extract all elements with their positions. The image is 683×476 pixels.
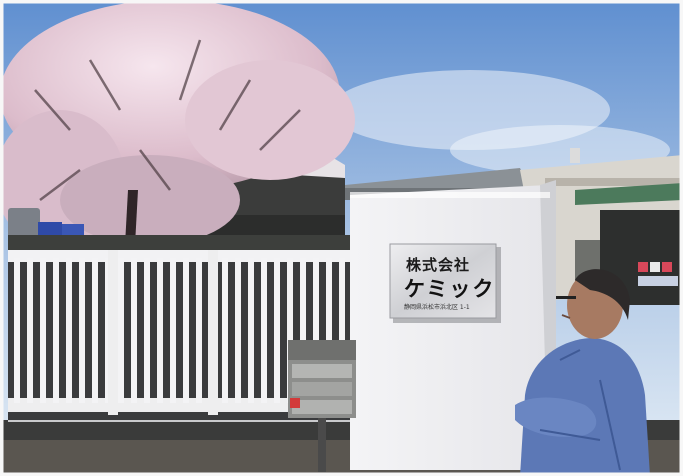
fence-bar [222, 258, 228, 403]
sign-line-3: 静岡県浜松市浜北区 1-1 [404, 303, 470, 311]
person-silhouette-icon [515, 269, 650, 476]
fence-bar [79, 258, 85, 403]
mailbox-icon [288, 340, 356, 472]
fence-bar [235, 258, 241, 403]
fence-bar [313, 258, 319, 403]
sign-line-1: 株式会社 [406, 256, 470, 274]
fence-bar [144, 258, 150, 403]
sign-line-2: ケミック [404, 277, 495, 301]
background-building-right [520, 148, 683, 305]
fence-bar [92, 258, 98, 403]
fence-bar [183, 258, 189, 403]
fence-bar [27, 258, 33, 403]
fence-bar [339, 258, 345, 403]
fence-bar [157, 258, 163, 403]
fence-bar [196, 258, 202, 403]
fence-bar [274, 258, 280, 403]
fence-bar [261, 258, 267, 403]
fence-bar [248, 258, 254, 403]
fence-bar [326, 258, 332, 403]
fence-bar [53, 258, 59, 403]
fence-bar [40, 258, 46, 403]
fence-bar [66, 258, 72, 403]
fence-bar [118, 258, 124, 403]
fence-bar [287, 258, 293, 403]
cherry-tree-icon [0, 0, 355, 252]
fence-bar [131, 258, 137, 403]
company-sign: 株式会社 ケミック 静岡県浜松市浜北区 1-1 [389, 243, 501, 323]
fence-bar [300, 258, 306, 403]
fence-bar [170, 258, 176, 403]
fence-bar [14, 258, 20, 403]
